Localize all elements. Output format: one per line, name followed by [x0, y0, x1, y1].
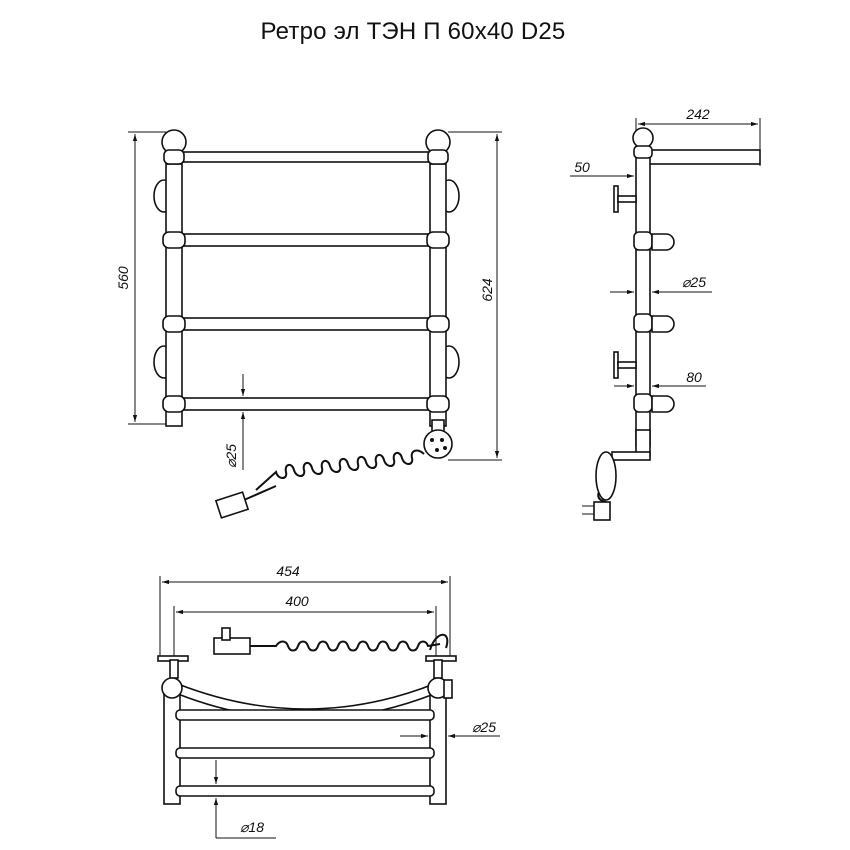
coiled-cable: [255, 449, 425, 491]
front-pipe-diameter-label: ⌀25: [223, 444, 239, 468]
height-dimension-label: 560: [115, 266, 131, 290]
rung-diameter-label: ⌀18: [240, 819, 264, 835]
total-height-dimension-label: 624: [479, 278, 495, 302]
top-coiled-cable: [250, 640, 441, 652]
top-arm: [645, 149, 761, 165]
side-plug: [593, 501, 611, 521]
side-view: 242 50 ⌀25 80: [570, 106, 761, 521]
wall-offset-dimension-label: 50: [574, 159, 590, 175]
left-vertical-pipe: [165, 163, 183, 427]
side-pipe-diameter-label: ⌀25: [682, 274, 706, 290]
center-width-label: 400: [285, 593, 309, 609]
top-view: 454 400 ⌀25 ⌀18: [157, 563, 500, 839]
rung: [171, 397, 435, 411]
rung: [171, 317, 435, 331]
drawing-title: Ретро эл ТЭН П 60х40 D25: [260, 18, 566, 45]
rung: [171, 151, 435, 163]
depth-dimension-label: 242: [685, 106, 710, 122]
power-plug: [214, 491, 250, 519]
top-pipe-diameter-label: ⌀25: [472, 719, 496, 735]
right-vertical-pipe: [429, 163, 447, 427]
front-view: 560 624: [115, 129, 502, 519]
heater-head: [423, 429, 453, 459]
rung: [171, 233, 435, 247]
offset-dimension-label: 80: [686, 369, 702, 385]
top-plug: [213, 637, 251, 655]
overall-width-label: 454: [276, 563, 300, 579]
